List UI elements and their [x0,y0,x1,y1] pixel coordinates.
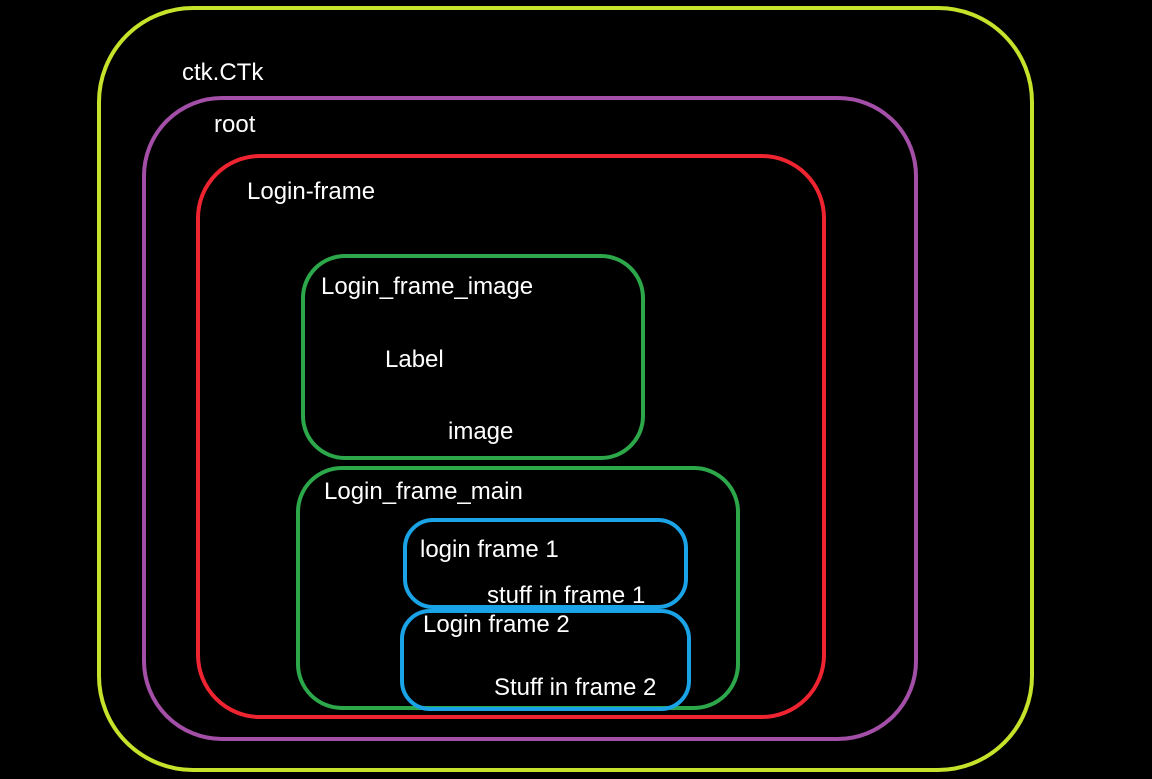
label-widget-label: Label [385,346,444,373]
frame-1-content-label: stuff in frame 1 [487,582,646,609]
login-frame-1-label: login frame 1 [420,536,559,563]
login-frame-2-box [400,609,691,711]
login-frame-2-label: Login frame 2 [423,611,570,638]
image-widget-label: image [448,418,514,445]
login-frame-image-box [301,254,645,460]
login-frame-1-box [403,518,688,609]
root-frame-label: root [214,111,256,138]
ctk-frame-label: ctk.CTk [182,59,264,86]
login-frame-label: Login-frame [247,178,376,205]
frame-2-content-label: Stuff in frame 2 [494,674,657,701]
login-frame-main-label: Login_frame_main [324,478,523,505]
root-frame-box [142,96,918,741]
ctk-frame-box [97,6,1034,772]
login-frame-box [196,154,826,719]
login-frame-image-label: Login_frame_image [321,273,534,300]
